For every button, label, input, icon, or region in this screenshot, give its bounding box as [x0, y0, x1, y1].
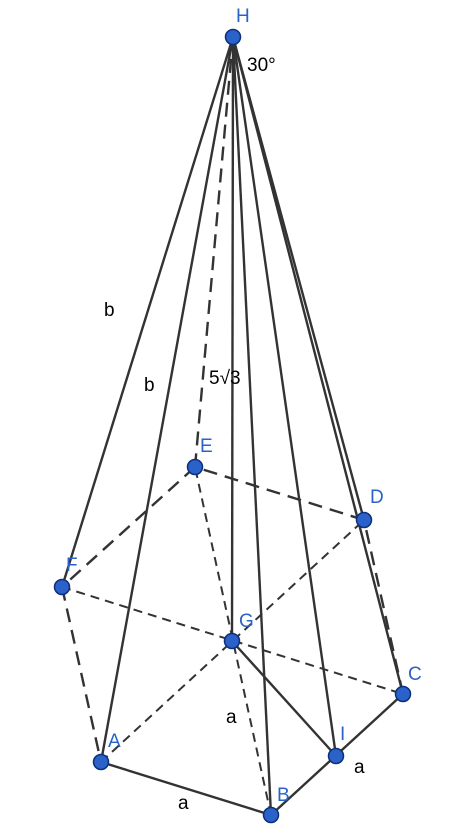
- edge-HG-height: [230, 36, 235, 642]
- edge-HA: [99, 36, 235, 763]
- point-E: [186, 458, 204, 476]
- angle-label: 30°: [247, 55, 276, 76]
- edge-HF: [60, 36, 235, 588]
- edges-group: [60, 36, 405, 817]
- point-labels-group: H E D F G C A I B: [66, 6, 422, 806]
- point-D: [355, 511, 373, 529]
- point-G: [223, 632, 241, 650]
- point-I: [327, 747, 345, 765]
- label-B: B: [277, 785, 290, 806]
- height-label: 5√3: [209, 368, 241, 389]
- point-H: [224, 28, 242, 46]
- edge-HB: [231, 36, 273, 816]
- label-H: H: [236, 6, 250, 27]
- edge-FA: [60, 586, 103, 763]
- label-I: I: [340, 724, 345, 745]
- label-A: A: [108, 731, 121, 752]
- point-A: [92, 753, 110, 771]
- label-F: F: [66, 555, 78, 576]
- point-C: [394, 685, 412, 703]
- label-G: G: [239, 611, 254, 632]
- side-label-ic: a: [354, 757, 365, 778]
- points-group: [53, 28, 412, 824]
- edge-DE: [194, 465, 365, 522]
- edge-HI: [231, 36, 338, 757]
- point-B: [262, 806, 280, 824]
- edge-AB: [100, 760, 272, 817]
- measure-labels-group: 30° b b 5√3 a a a: [104, 55, 365, 814]
- slant-label-inner: b: [144, 375, 155, 396]
- side-label-gb: a: [226, 707, 237, 728]
- edge-CD: [362, 519, 405, 695]
- slant-label-outer: b: [104, 300, 115, 321]
- label-E: E: [200, 436, 213, 457]
- side-label-ab: a: [178, 793, 189, 814]
- point-F: [53, 578, 71, 596]
- segment-GI: [231, 640, 337, 757]
- label-D: D: [370, 487, 384, 508]
- edge-HE: [193, 36, 235, 468]
- edge-HC: [231, 36, 405, 695]
- edge-EF: [61, 466, 196, 588]
- label-C: C: [408, 664, 422, 685]
